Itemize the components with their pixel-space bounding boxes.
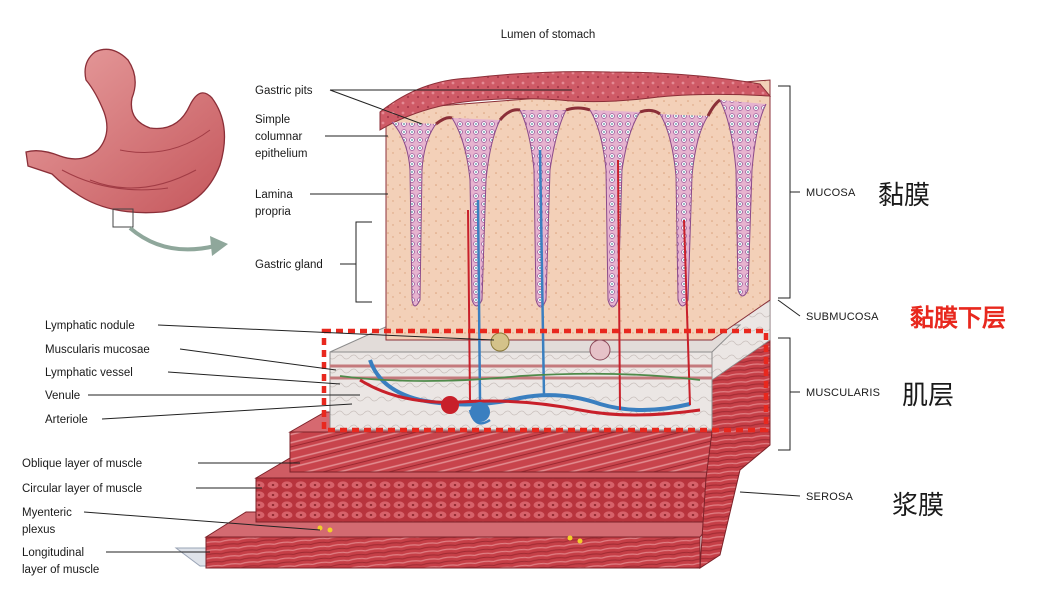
layer-mucosa-zh: 黏膜 (878, 181, 930, 211)
submucosa-layer (329, 351, 713, 431)
layer-serosa-en: SEROSA (806, 491, 854, 503)
layer-labels: MUCOSA 黏膜 SUBMUCOSA 黏膜下层 MUSCULARIS 肌层 S… (806, 181, 1006, 521)
structure-labels: Gastric pits Simple columnar epithelium … (22, 85, 572, 576)
stomach-inset-illustration (25, 48, 228, 256)
label-lymphatic-nodule: Lymphatic nodule (45, 320, 135, 332)
label-lymphatic-vessel: Lymphatic vessel (45, 367, 133, 379)
label-muscularis-mucosae: Muscularis mucosae (45, 344, 150, 356)
label-venule: Venule (45, 390, 80, 402)
label-myenteric-plexus-2: plexus (22, 524, 55, 536)
layer-muscularis-en: MUSCULARIS (806, 387, 880, 399)
gastric-glands (391, 98, 767, 308)
layer-mucosa-en: MUCOSA (806, 187, 856, 199)
blood-vessels (339, 149, 701, 425)
label-longitudinal-layer-1: Longitudinal (22, 547, 84, 559)
label-arteriole: Arteriole (45, 414, 88, 426)
label-myenteric-plexus-1: Myenteric (22, 507, 72, 519)
label-gastric-pits: Gastric pits (255, 85, 313, 97)
circular-muscle-layer (255, 477, 707, 523)
longitudinal-muscle-layer (205, 536, 701, 569)
label-simple-columnar-1: Simple (255, 114, 290, 126)
label-gastric-gland: Gastric gland (255, 259, 323, 271)
label-simple-columnar-3: epithelium (255, 148, 307, 160)
diagram-title: Lumen of stomach (501, 29, 596, 41)
label-longitudinal-layer-2: layer of muscle (22, 564, 99, 576)
inset-selection-box (112, 208, 134, 228)
stomach-wall-block (174, 71, 772, 569)
label-oblique-layer: Oblique layer of muscle (22, 458, 142, 470)
label-lamina-propria-2: propria (255, 206, 291, 218)
layer-submucosa-en: SUBMUCOSA (806, 311, 879, 323)
oblique-muscle-layer (289, 431, 713, 473)
layer-submucosa-zh: 黏膜下层 (910, 304, 1006, 332)
label-lamina-propria-1: Lamina (255, 189, 293, 201)
inset-arrow (128, 226, 216, 252)
layer-brackets (739, 85, 801, 497)
label-circular-layer: Circular layer of muscle (22, 483, 142, 495)
layer-serosa-zh: 浆膜 (892, 491, 944, 521)
submucosa-highlight-box (321, 328, 769, 433)
label-simple-columnar-2: columnar (255, 131, 302, 143)
layer-muscularis-zh: 肌层 (902, 381, 954, 411)
